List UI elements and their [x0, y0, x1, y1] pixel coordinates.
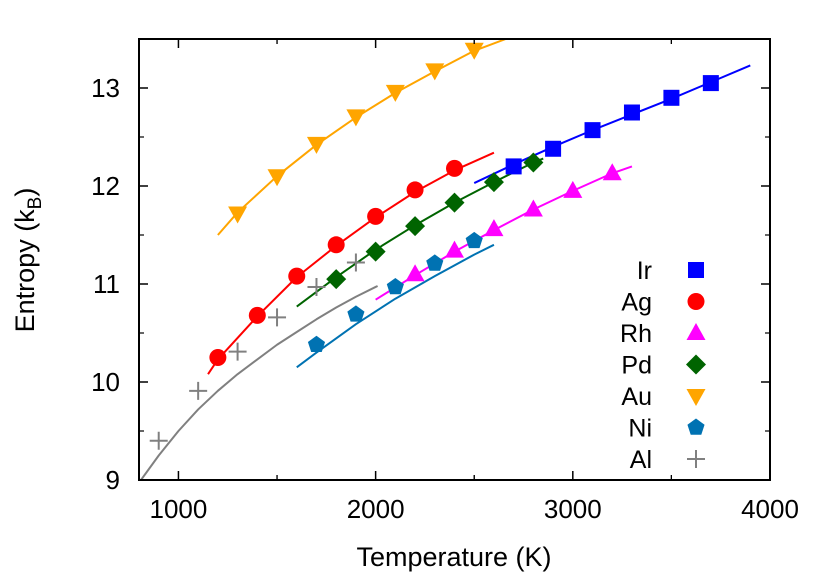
data-point-au — [464, 42, 484, 60]
data-point-au — [385, 84, 405, 102]
legend-label-au: Au — [621, 383, 652, 411]
data-point-al — [307, 277, 326, 296]
legend-label-al: Al — [630, 446, 652, 474]
data-point-ni — [347, 305, 365, 322]
legend-label-rh: Rh — [620, 320, 652, 348]
data-point-ir — [663, 89, 680, 106]
legend-label-ag: Ag — [621, 289, 652, 317]
data-point-pd — [405, 216, 426, 237]
data-point-ag — [288, 267, 306, 285]
legend-marker-al — [687, 450, 705, 468]
data-point-ag — [446, 159, 463, 177]
data-point-au — [267, 169, 287, 187]
x-tick-label: 2000 — [347, 494, 405, 524]
data-point-ir — [545, 140, 562, 157]
data-point-ni — [426, 254, 444, 271]
x-axis-label: Temperature (K) — [356, 542, 551, 572]
legend-marker-au — [686, 389, 706, 406]
data-point-ag — [209, 349, 227, 366]
y-tick-label: 13 — [91, 73, 120, 103]
data-point-al — [346, 253, 365, 272]
legend-marker-rh — [686, 323, 706, 340]
data-point-pd — [444, 192, 465, 213]
legend-label-ir: Ir — [637, 257, 652, 285]
fit-curves — [140, 39, 751, 480]
legend-marker-ag — [687, 293, 705, 310]
data-point-ag — [367, 207, 385, 225]
data-point-al — [228, 342, 247, 361]
data-point-ni — [307, 335, 326, 353]
y-axis-label: Entropy (kB) — [10, 188, 46, 333]
data-markers — [149, 42, 719, 450]
data-point-au — [425, 63, 445, 81]
data-point-pd — [365, 241, 386, 262]
data-point-rh — [523, 199, 543, 217]
data-point-al — [268, 308, 287, 327]
data-point-pd — [523, 152, 544, 173]
legend-marker-ir — [688, 262, 704, 278]
plot-frame — [138, 38, 771, 481]
data-point-pd — [483, 172, 504, 193]
data-point-ag — [248, 306, 266, 324]
data-point-ag — [327, 236, 345, 254]
data-point-au — [306, 136, 326, 154]
data-point-ir — [623, 104, 640, 121]
data-point-rh — [563, 180, 583, 198]
y-tick-label: 12 — [91, 171, 120, 201]
y-axis-label-close: ) — [10, 188, 40, 197]
fit-line-al — [140, 285, 379, 480]
data-point-au — [346, 109, 366, 127]
fit-line-ni — [296, 243, 495, 369]
data-point-rh — [602, 163, 622, 181]
y-axis-label-subscript: B — [25, 197, 46, 210]
data-point-rh — [445, 240, 464, 258]
axis-ticks: 1000 2000 3000 4000 9 10 11 12 13 — [91, 39, 799, 524]
y-tick-label: 10 — [91, 367, 120, 397]
data-point-ir — [584, 122, 601, 139]
data-point-ir — [505, 158, 522, 175]
x-tick-label: 3000 — [544, 494, 602, 524]
data-point-pd — [326, 269, 347, 290]
y-axis-label-main: Entropy (k — [10, 209, 40, 333]
data-point-ir — [702, 75, 719, 92]
data-point-au — [228, 206, 248, 224]
legend-label-ni: Ni — [628, 415, 652, 443]
x-tick-label: 4000 — [741, 494, 799, 524]
y-tick-label: 9 — [106, 465, 120, 495]
x-tick-label: 1000 — [150, 494, 208, 524]
data-point-rh — [484, 219, 504, 237]
data-point-al — [189, 381, 208, 400]
y-tick-label: 11 — [93, 269, 120, 299]
legend-marker-ni — [687, 418, 705, 435]
data-point-ni — [386, 277, 404, 295]
data-point-al — [149, 431, 168, 450]
legend-marker-pd — [686, 354, 706, 375]
legend-label-pd: Pd — [621, 352, 652, 380]
data-point-ag — [406, 181, 424, 199]
data-point-ni — [465, 231, 483, 249]
fit-line-au — [217, 39, 507, 236]
data-point-rh — [405, 264, 425, 282]
